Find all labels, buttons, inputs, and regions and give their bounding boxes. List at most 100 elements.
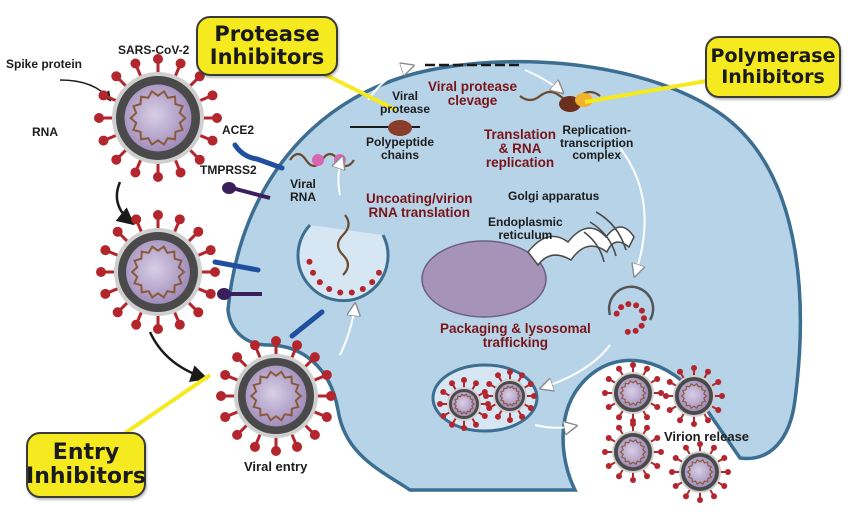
entry-inhibitors-callout: Entry Inhibitors (26, 432, 146, 498)
spike-head (605, 435, 612, 441)
spike-head (677, 368, 683, 375)
endosome-spike (359, 285, 366, 292)
spike-head (220, 412, 231, 423)
spike-head (644, 424, 650, 431)
endosome-spike (306, 258, 313, 265)
assembly-spike (613, 310, 620, 317)
endosome-rna-strand (336, 214, 350, 276)
spike-head (309, 429, 320, 440)
polymerase-inhibitors-callout: Polymerase Inhibitors (705, 36, 841, 98)
spike-head (721, 483, 728, 489)
tmprss2-head-2 (217, 288, 231, 300)
endosome-spike (326, 285, 333, 292)
spike-head (232, 352, 243, 363)
spike-head (495, 372, 501, 379)
released-virion-3 (602, 421, 664, 483)
spike-head (644, 365, 650, 372)
virion-rna (619, 380, 647, 406)
spike-head (473, 380, 479, 387)
spike-head (210, 267, 220, 277)
spike-head (321, 412, 332, 423)
spike-head (153, 210, 163, 220)
arrow-step-1 (115, 181, 135, 226)
tmprss2-head (222, 182, 236, 194)
viral-entry-label: Viral entry (244, 459, 308, 474)
spike-head (721, 455, 728, 461)
spike-head (130, 167, 141, 178)
stage-cleavage: Viral protease clevage (428, 79, 518, 109)
spike-head (321, 369, 332, 380)
spike-head (473, 421, 479, 428)
spike-head (531, 393, 537, 399)
spike-head (616, 424, 622, 431)
endosome-spike (337, 289, 344, 296)
spike-head (271, 446, 281, 456)
spike-head (205, 245, 216, 256)
spike-protein-label: Spike protein (6, 57, 83, 71)
spike-head (194, 154, 205, 165)
spike-head (193, 307, 204, 318)
spike-head (669, 469, 675, 475)
endosome-spike (310, 269, 317, 276)
ace2-receptor (232, 142, 285, 171)
assembling-virion (607, 285, 655, 321)
assembly-spike (640, 315, 647, 322)
stage-translation-replication: Translation & RNA replication (484, 127, 557, 171)
spike-head (153, 172, 163, 182)
spike-head (481, 413, 488, 419)
assembly-spike (638, 322, 645, 329)
spike-head (519, 372, 525, 379)
spike-head (527, 381, 534, 387)
spike-head (249, 340, 260, 351)
spike-head (216, 391, 226, 401)
replication-rna-strand (519, 90, 601, 102)
spike-head (153, 54, 163, 64)
released-virion-4 (669, 441, 731, 503)
spike-head (111, 71, 122, 82)
tmprss2-label: TMPRSS2 (200, 163, 257, 177)
spike-head (153, 324, 163, 334)
stage-uncoating: Uncoating/virion RNA translation (366, 191, 473, 221)
ace2-label: ACE2 (222, 123, 255, 137)
spike-head (644, 473, 650, 480)
spike-head (174, 214, 185, 225)
virion-group (94, 54, 731, 503)
replication-complex-label: Replication- transcription complex (560, 123, 634, 163)
virion-approaching (96, 210, 220, 334)
spike-head (131, 214, 142, 225)
stage-packaging: Packaging & lysosomal trafficking (440, 321, 591, 351)
spike-head (654, 404, 661, 410)
golgi-apparatus (583, 211, 627, 263)
spike-head (292, 340, 303, 351)
endosome-spike (369, 279, 376, 286)
spike-head (654, 376, 661, 382)
assembly-spike (624, 328, 631, 335)
virion-entering (216, 336, 336, 456)
rna-label: RNA (32, 125, 58, 139)
spike-head (507, 369, 513, 375)
spike-head (697, 441, 703, 447)
ace2-receptor-2 (212, 259, 261, 273)
replication-complex-yellow (575, 93, 593, 107)
spike-head (602, 390, 608, 396)
tmprss2-receptor (231, 186, 271, 200)
viral-protease-label: Viral protease (380, 89, 431, 116)
virion-in-vesicle-1 (437, 377, 491, 431)
spike-head (207, 135, 218, 146)
ribosome-1 (312, 154, 324, 166)
spike-head (705, 417, 711, 424)
spike-head (486, 405, 493, 411)
stage-virion-release: Virion release (664, 429, 750, 444)
spike-head (658, 390, 664, 396)
spike-head (100, 245, 111, 256)
arrow-to-release (534, 425, 575, 428)
protease-inhibitors-callout: Protease Inhibitors (196, 16, 338, 76)
spike-head (663, 393, 669, 399)
released-virion-1 (602, 362, 664, 424)
spike-head (193, 226, 204, 237)
spike-head (94, 113, 104, 123)
arrow-to-complex (524, 69, 562, 92)
spike-head (630, 421, 636, 427)
